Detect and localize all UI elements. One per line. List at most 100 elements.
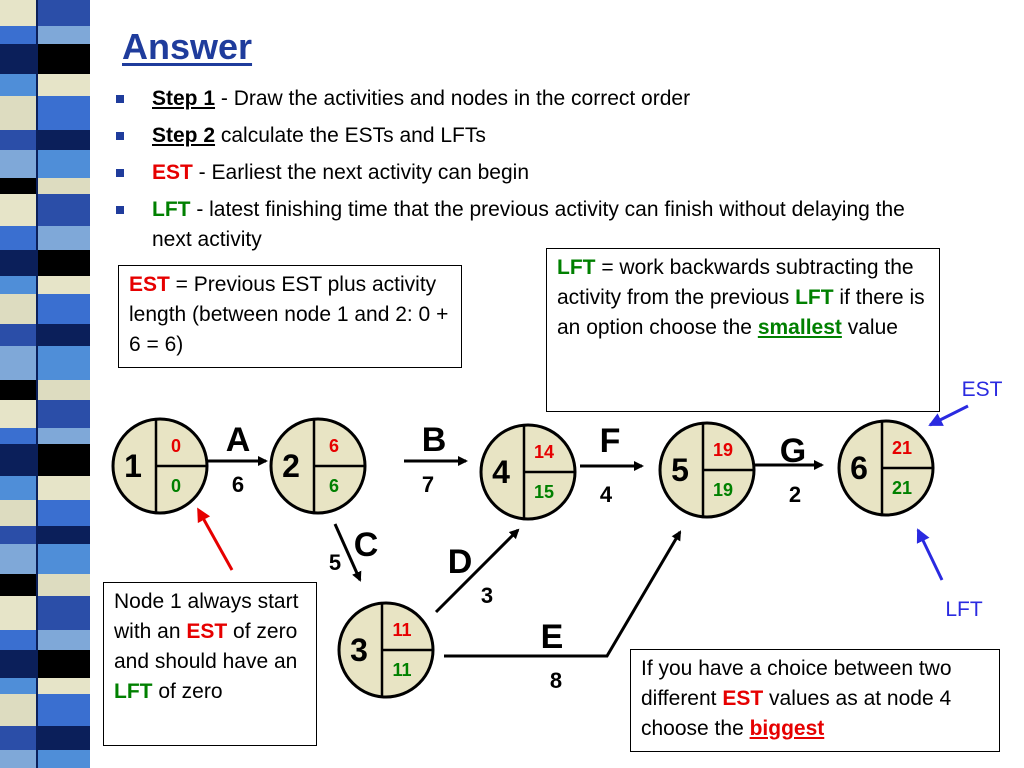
note-text: value [841, 316, 898, 339]
stripe-block [38, 276, 90, 294]
lft-callout-label: LFT [945, 598, 983, 621]
stripe-block [0, 428, 36, 444]
node-lft-value: 11 [392, 660, 411, 680]
stripe-block [0, 226, 36, 250]
stripe-block [0, 596, 36, 630]
stripe-block [38, 444, 90, 476]
est-callout-label: EST [962, 378, 1003, 401]
node1-pointer-arrow [197, 507, 234, 571]
note-text: of zero [152, 680, 223, 703]
stripe-block [0, 96, 36, 130]
stripe-block [38, 44, 90, 74]
stripe-block [0, 726, 36, 750]
stripe-block [0, 276, 36, 294]
stripe-block [0, 544, 36, 574]
stripe-block [38, 226, 90, 250]
stripe-block [38, 324, 90, 346]
stripe-block [38, 574, 90, 596]
note-text: of zero and should have an [114, 620, 298, 673]
bullet-lead: Step 1 [152, 87, 216, 110]
stripe-block [38, 428, 90, 444]
stripe-block [38, 630, 90, 650]
stripe-block [38, 178, 90, 194]
activity-name-a: A [226, 421, 251, 459]
note-text: = Previous EST plus activity length (bet… [129, 273, 449, 356]
stripe-block [0, 526, 36, 544]
activity-d-arrow [434, 528, 520, 614]
bullet-est: EST - Earliest the next activity can beg… [116, 158, 946, 188]
node-est-value: 11 [392, 620, 411, 640]
stripe-block [0, 400, 36, 428]
stripe-block [0, 178, 36, 194]
node-est-value: 0 [171, 436, 181, 456]
stripe-block [0, 0, 36, 26]
stripe-block [38, 726, 90, 750]
node-lft-value: 21 [892, 478, 912, 498]
stripe-block [38, 544, 90, 574]
stripe-block [0, 444, 36, 476]
stripe-block [38, 250, 90, 276]
activity-c-arrow [333, 523, 362, 582]
est-term: EST [129, 273, 170, 296]
node-est-value: 6 [329, 436, 339, 456]
stripe-block [38, 526, 90, 544]
node-lft-value: 15 [534, 482, 554, 502]
stripe-block [0, 250, 36, 276]
bullet-text: - Draw the activities and nodes in the c… [215, 87, 691, 110]
stripe-block [38, 694, 90, 726]
activity-duration-b: 7 [422, 472, 434, 497]
est-pointer-arrow [928, 404, 969, 427]
bullet-lead: LFT [152, 198, 191, 221]
node-3: 3 11 11 [337, 601, 435, 699]
activity-e-arrow [444, 530, 682, 658]
stripe-block [38, 678, 90, 694]
est-term: EST [722, 687, 764, 710]
bullet-square-icon [116, 169, 124, 177]
node1-note: Node 1 always start with an EST of zero … [103, 582, 317, 746]
activity-name-d: D [448, 543, 473, 581]
stripe-block [38, 74, 90, 96]
activity-duration-e: 8 [550, 668, 562, 693]
node-lft-value: 6 [329, 476, 339, 496]
node-number: 6 [850, 450, 868, 486]
note-text: If you have a choice between two differe… [641, 657, 952, 710]
stripe-block [38, 750, 90, 768]
node-est-value: 14 [534, 442, 554, 462]
bullet-square-icon [116, 132, 124, 140]
slide-title: Answer [122, 26, 253, 67]
stripe-block [0, 324, 36, 346]
stripe-block [38, 650, 90, 678]
node-est-value: 21 [892, 438, 912, 458]
bullet-lft: LFT - latest finishing time that the pre… [116, 195, 946, 255]
stripe-block [0, 750, 36, 768]
node-number: 5 [671, 452, 689, 488]
node-number: 4 [492, 454, 510, 490]
node-number: 2 [282, 448, 300, 484]
biggest-term: biggest [749, 717, 825, 740]
node-number: 1 [124, 448, 142, 484]
note-text: if there is an option choose the [557, 286, 925, 339]
est-term: EST [186, 620, 228, 643]
note-text: = work backwards subtracting the activit… [557, 256, 914, 309]
stripe-gap [90, 0, 112, 768]
stripe-block [0, 694, 36, 726]
activity-duration-d: 3 [481, 583, 493, 608]
node-number: 3 [350, 632, 368, 668]
stripe-block [0, 650, 36, 678]
stripe-block [0, 294, 36, 324]
stripe-block [0, 678, 36, 694]
stripe-block [38, 596, 90, 630]
stripe-block [38, 0, 90, 26]
choice-note: If you have a choice between two differe… [630, 649, 1000, 752]
smallest-term: smallest [757, 316, 842, 339]
stripe-block [0, 380, 36, 400]
activity-duration-g: 2 [789, 482, 801, 507]
stripe-block [38, 96, 90, 130]
node-2: 2 6 6 [269, 417, 367, 515]
node-lft-value: 0 [171, 476, 181, 496]
node-6: 6 21 21 [837, 419, 935, 517]
lft-term: LFT [557, 256, 596, 279]
bullet-square-icon [116, 206, 124, 214]
stripe-block [0, 130, 36, 150]
